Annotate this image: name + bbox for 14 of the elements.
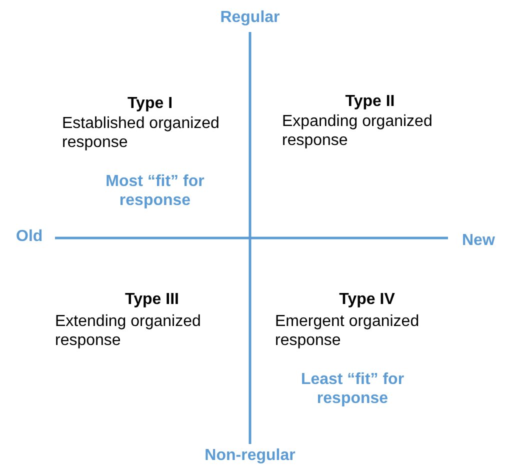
quadrant-description: Emergent organized response	[275, 312, 420, 350]
quadrant-heading: Type III	[124, 290, 180, 309]
quadrant-description: Expanding organized response	[282, 112, 434, 150]
quadrant-heading: Type IV	[338, 290, 396, 309]
fit-note: Most “fit” for response	[104, 172, 206, 210]
quadrant-description: Established organized response	[62, 114, 220, 152]
axis-label: Old	[16, 227, 44, 246]
quadrant-heading: Type I	[126, 94, 174, 113]
axis-label: Regular	[219, 8, 281, 27]
quadrant-description: Extending organized response	[55, 312, 202, 350]
quadrant-heading: Type II	[344, 92, 396, 111]
axis-label: New	[462, 231, 496, 250]
fit-note: Least “fit” for response	[300, 370, 406, 408]
axis-label: Non-regular	[204, 446, 296, 465]
